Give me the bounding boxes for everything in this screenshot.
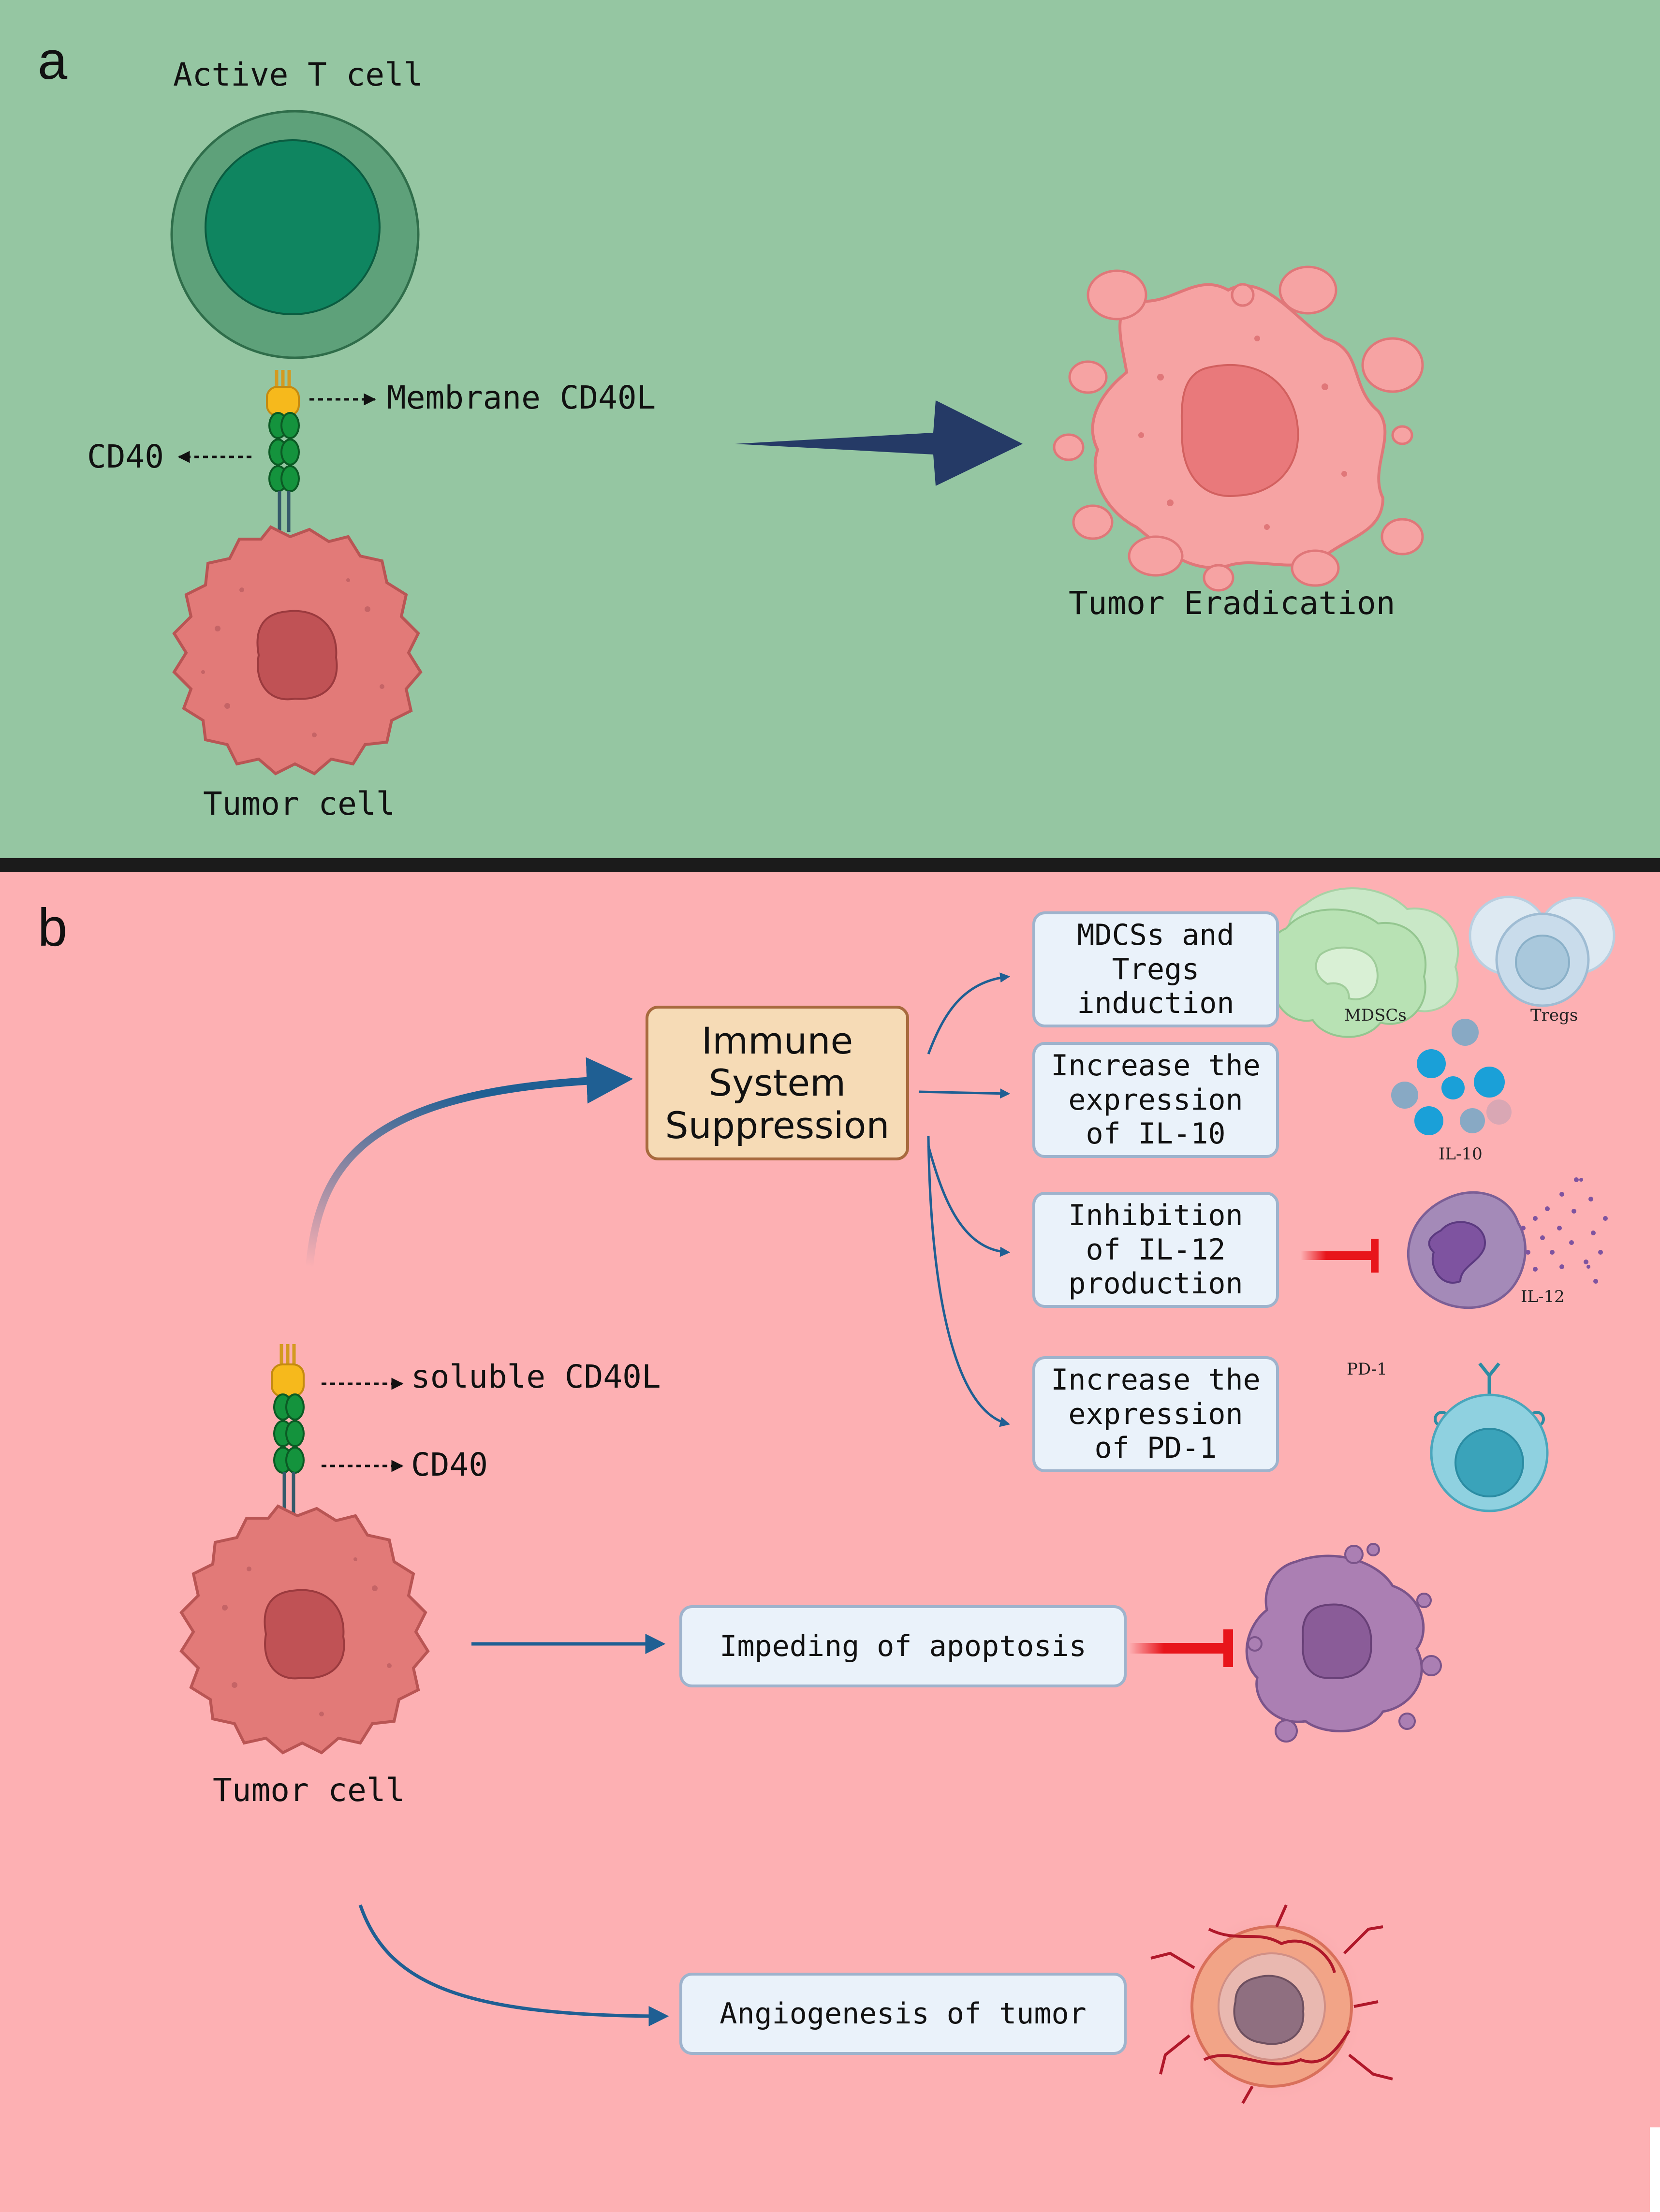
tumor-cell-label-a: Tumor cell xyxy=(203,785,396,822)
immune-suppression-box: Immune System Suppression xyxy=(646,1006,909,1160)
soluble-cd40l-label: soluble CD40L xyxy=(411,1358,661,1395)
mdscs-label: MDSCs xyxy=(1344,1006,1407,1025)
tregs-icon xyxy=(1469,895,1616,1007)
angiogenesis-box: Angiogenesis of tumor xyxy=(679,1973,1127,2055)
t-cell-label: Active T cell xyxy=(173,56,423,93)
cd40-label-a: CD40 xyxy=(87,438,164,475)
panel-divider xyxy=(0,858,1660,872)
tregs-label: Tregs xyxy=(1530,1006,1578,1025)
immune-suppression-arrow xyxy=(306,1057,633,1267)
cd40-cd40l-complex-icon xyxy=(266,370,300,532)
il12-inhibition-icon xyxy=(1301,1239,1379,1273)
effect-box-pd1: Increase the expression of PD-1 xyxy=(1032,1356,1279,1472)
il12-cell-icon xyxy=(1407,1177,1608,1309)
t-cell-icon xyxy=(170,110,420,359)
il10-icon xyxy=(1391,1019,1512,1135)
membrane-cd40l-label: Membrane CD40L xyxy=(387,379,656,416)
mdscs-icon xyxy=(1267,887,1459,1038)
il12-label: IL-12 xyxy=(1521,1287,1565,1306)
tumor-cell-label-b: Tumor cell xyxy=(213,1772,405,1809)
angiogenesis-arrow xyxy=(358,1904,669,2026)
apoptotic-cell-icon xyxy=(1245,1543,1442,1743)
tumor-cell-icon-a xyxy=(172,525,423,776)
branch-arrow-1 xyxy=(927,972,1011,1055)
effect-box-mdsc-tregs: MDCSs and Tregs induction xyxy=(1032,911,1279,1027)
branch-arrow-2 xyxy=(918,1088,1011,1099)
tumor-eradication-label: Tumor Eradication xyxy=(1069,585,1396,622)
tumor-eradication-icon xyxy=(1053,265,1424,592)
pd1-cell-icon xyxy=(1430,1362,1549,1512)
branch-arrow-3 xyxy=(927,1145,1011,1257)
pd1-label: PD-1 xyxy=(1347,1360,1387,1379)
panel-a-letter: a xyxy=(38,31,68,90)
apoptosis-box: Impeding of apoptosis xyxy=(679,1605,1127,1687)
eradication-arrow xyxy=(735,400,1023,486)
tumor-cell-icon-b xyxy=(179,1504,430,1755)
apoptosis-inhibition-icon xyxy=(1129,1629,1233,1667)
soluble-cd40l-complex-icon xyxy=(271,1344,305,1513)
angiogenic-tumor-icon xyxy=(1150,1904,1393,2104)
effect-box-il12: Inhibition of IL-12 production xyxy=(1032,1192,1279,1308)
effect-box-il10: Increase the expression of IL-10 xyxy=(1032,1042,1279,1158)
branch-arrow-4 xyxy=(927,1136,1011,1427)
cd40-label-b: CD40 xyxy=(411,1446,488,1483)
il10-label: IL-10 xyxy=(1439,1144,1483,1164)
panel-b-letter: b xyxy=(38,898,68,957)
